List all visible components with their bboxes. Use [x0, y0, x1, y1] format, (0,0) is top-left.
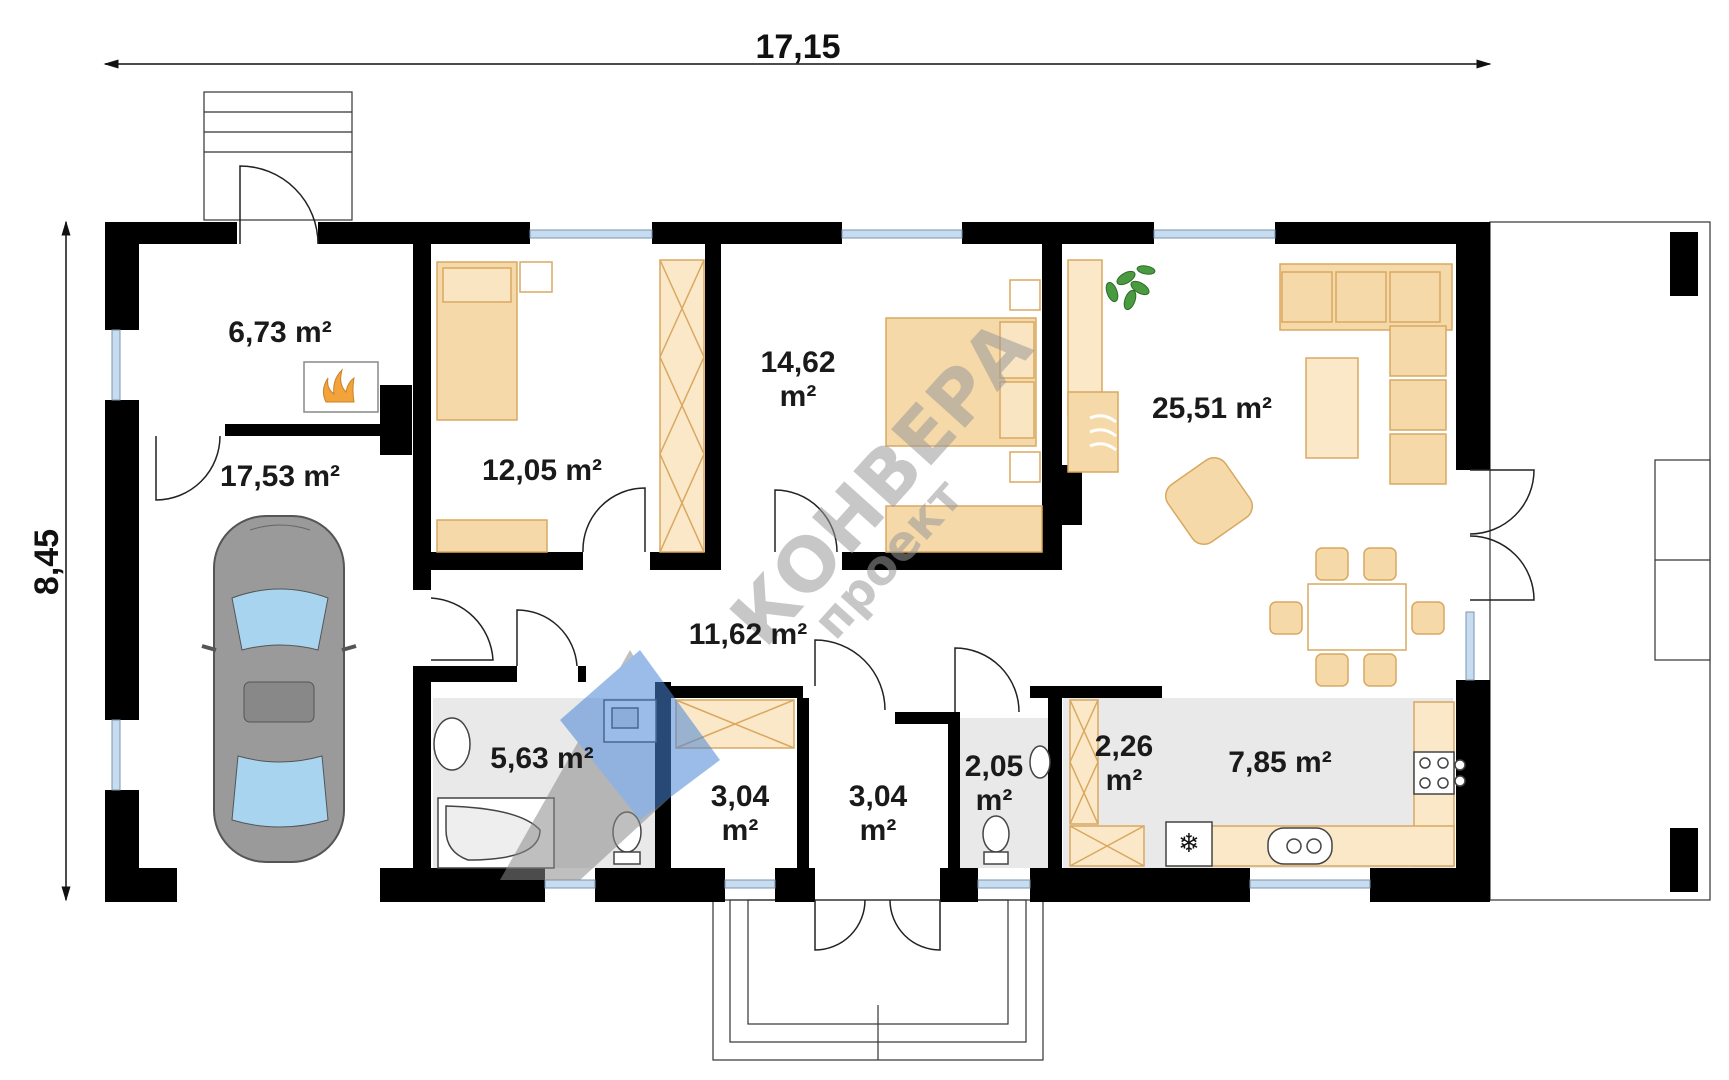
area-bedroom-large-value: 14,62	[760, 346, 835, 379]
entry-door	[239, 165, 319, 245]
terrace-pillar-bottom	[1670, 828, 1698, 892]
wc-door	[954, 647, 1020, 713]
area-kitchen: 7,85 m²	[1228, 746, 1331, 779]
area-bedroom-small: 12,05 m²	[482, 454, 602, 487]
fire-icon	[322, 368, 355, 403]
area-pantry-value: 2,26	[1095, 730, 1153, 763]
corner-sofa	[1279, 263, 1453, 485]
desk	[436, 519, 548, 553]
area-closet-unit: m²	[722, 814, 759, 847]
bedroom2-door	[774, 489, 838, 553]
walls	[105, 222, 1490, 902]
dining-set	[1269, 547, 1445, 687]
terrace-door-bottom	[1469, 535, 1535, 601]
car	[201, 515, 357, 863]
area-pantry-unit: m²	[1106, 764, 1143, 797]
garage-hall-door	[430, 597, 494, 661]
width-dimension-label: 17,15	[755, 28, 840, 66]
stove	[1413, 751, 1455, 795]
doors	[155, 165, 1535, 951]
dresser	[885, 505, 1043, 553]
front-door-left	[814, 899, 866, 951]
snowflake-icon: ❄	[1178, 829, 1200, 859]
area-vestibule-value: 3,04	[849, 780, 908, 813]
area-closet-value: 3,04	[711, 780, 770, 813]
bedroom1-door	[582, 487, 646, 553]
area-wc-value: 2,05	[965, 750, 1023, 783]
sink	[433, 717, 471, 771]
area-entrance-hall: 6,73 m²	[228, 316, 331, 349]
windows	[111, 229, 1475, 889]
heat-icon	[1089, 414, 1117, 452]
area-hall: 11,62 m²	[689, 618, 807, 651]
terrace-pillar-top	[1670, 232, 1698, 296]
area-bathroom: 5,63 m²	[490, 742, 593, 775]
terrace-door-top	[1469, 469, 1535, 535]
area-wc-unit: m²	[976, 784, 1013, 817]
garage-inner-door	[155, 435, 221, 501]
nightstand	[519, 261, 553, 293]
front-door-right	[889, 899, 941, 951]
armchair	[1165, 457, 1253, 545]
height-dimension: 8,45	[28, 220, 71, 902]
width-dimension: 17,15	[103, 28, 1492, 69]
fridge	[1165, 821, 1213, 867]
area-vestibule-unit: m²	[860, 814, 897, 847]
coffee-table	[1305, 357, 1359, 459]
area-living-room: 25,51 m²	[1152, 392, 1272, 425]
plant-icon	[1105, 265, 1156, 311]
area-bedroom-large-unit: m²	[780, 380, 817, 413]
bathroom-door	[516, 609, 578, 667]
area-labels: 6,73 m² 17,53 m² 12,05 m² 14,62 m² 25,51…	[220, 316, 1332, 847]
vestibule-door	[814, 639, 886, 711]
outside-structures	[203, 91, 1711, 1061]
bookshelf	[1067, 259, 1103, 417]
area-garage: 17,53 m²	[220, 460, 340, 493]
pantry-shelf	[1069, 699, 1099, 825]
wc-toilet	[982, 815, 1010, 853]
height-dimension-label: 8,45	[28, 529, 66, 595]
entry-canopy	[203, 91, 353, 221]
wc-sink	[1029, 745, 1051, 779]
